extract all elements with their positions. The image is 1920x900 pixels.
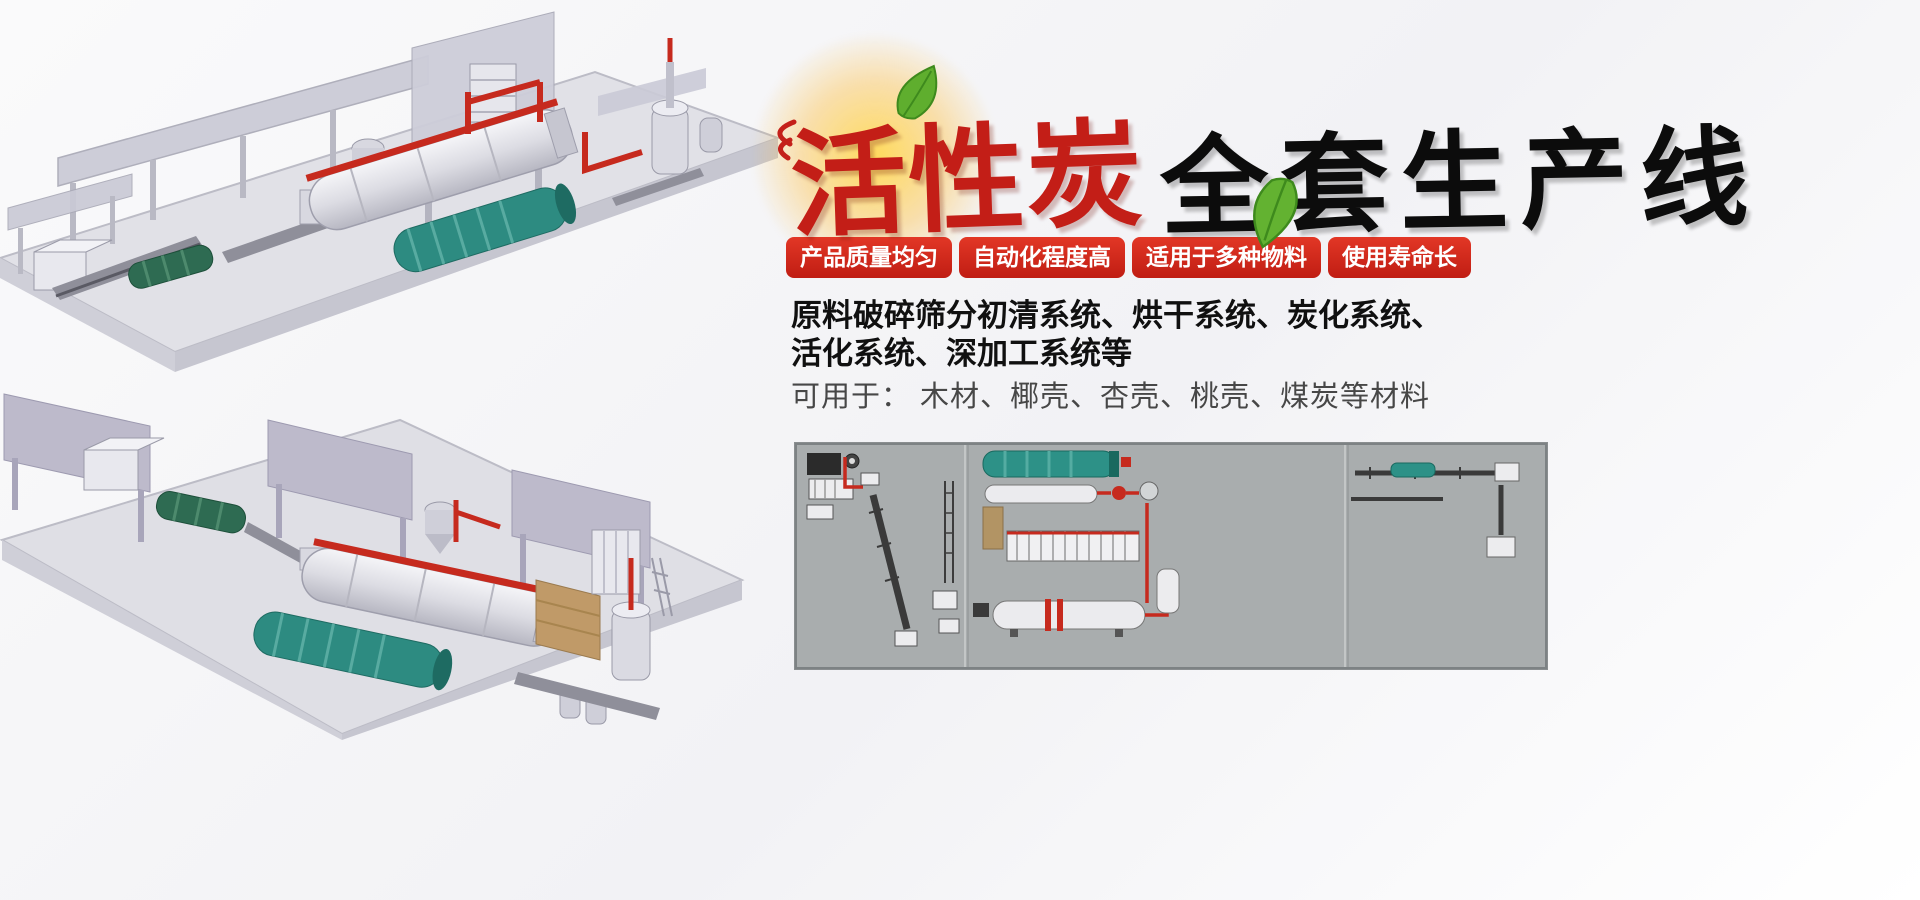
production-line-illustration-bottom: [0, 372, 745, 740]
feature-badge-lifespan: 使用寿命长: [1328, 237, 1471, 278]
speed-lines-decoration-icon: [777, 119, 797, 161]
system-description-line1: 原料破碎筛分初清系统、烘干系统、炭化系统、: [791, 298, 1442, 333]
production-line-3d-top-graphic: [0, 11, 781, 372]
feature-badge-automation: 自动化程度高: [959, 237, 1125, 278]
production-line-illustration-top: [0, 0, 781, 380]
feature-badge-quality: 产品质量均匀: [786, 237, 952, 278]
title-highlight: 活性炭: [788, 106, 1147, 255]
leaf-icon: [896, 64, 938, 120]
plant-layout-schematic-graphic: [795, 443, 1547, 669]
main-title: 活性炭全套生产线: [750, 31, 1761, 281]
system-description: 原料破碎筛分初清系统、烘干系统、炭化系统、 活化系统、深加工系统等: [791, 297, 1442, 373]
system-description-line2: 活化系统、深加工系统等: [791, 336, 1132, 371]
feature-badges: 产品质量均匀 自动化程度高 适用于多种物料 使用寿命长: [786, 237, 1471, 278]
applicable-materials: 可用于： 木材、椰壳、杏壳、桃壳、煤炭等材料: [791, 381, 1431, 413]
plant-layout-schematic: [795, 443, 1547, 669]
feature-badge-materials: 适用于多种物料: [1132, 237, 1321, 278]
production-line-3d-bottom-graphic: [0, 393, 745, 740]
leaf-icon: [1253, 177, 1298, 249]
hero-content: 活性炭全套生产线 产品质量均匀 自动化程度高 适用于多种物料 使用寿命长 原料破…: [750, 0, 1920, 900]
